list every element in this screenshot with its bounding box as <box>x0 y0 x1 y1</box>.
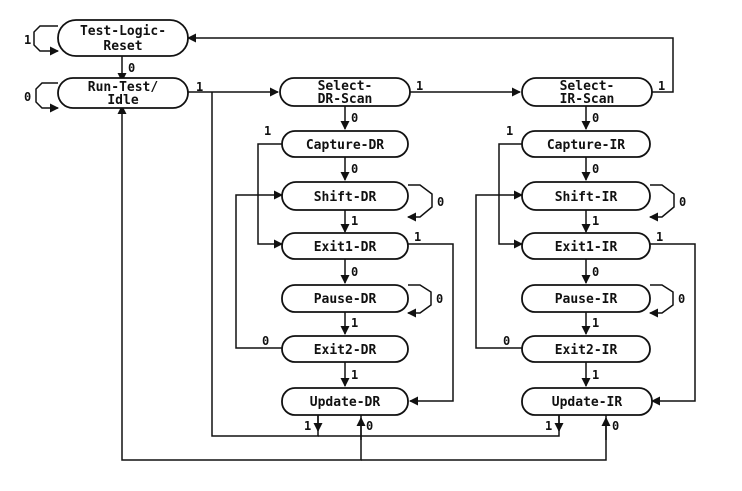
state-label: Exit1-IR <box>555 240 618 255</box>
edge-shiftir-self <box>649 184 675 222</box>
state-label: Pause-DR <box>314 292 377 307</box>
transitions <box>33 25 696 461</box>
edge-label-updatedr-one: 1 <box>304 419 311 433</box>
edge-capir-to-exit1ir <box>498 143 523 249</box>
state-label: Pause-IR <box>555 292 618 307</box>
state-shift-ir: Shift-IR <box>521 181 651 211</box>
edge-label-tlr-rti: 0 <box>128 61 135 75</box>
state-exit2-dr: Exit2-DR <box>281 335 409 363</box>
state-label: Update-IR <box>552 395 623 410</box>
edge-label-shiftir-exit1ir: 1 <box>592 214 599 228</box>
edge-label-pauseir-self: 0 <box>678 292 685 306</box>
edge-label-shiftdr-self: 0 <box>437 195 444 209</box>
states: Test-Logic- Reset Run-Test/ Idle Select-… <box>57 19 653 416</box>
state-label: Test-Logic- <box>80 24 166 39</box>
edge-label-capdr-exit1dr: 1 <box>264 124 271 138</box>
edge-label-updatedr-zero: 0 <box>366 419 373 433</box>
edge-label-seldr-capdr: 0 <box>351 111 358 125</box>
edge-label-pauseir-exit2ir: 1 <box>592 316 599 330</box>
edge-label-tlr-self: 1 <box>24 33 31 47</box>
state-update-dr: Update-DR <box>281 387 409 416</box>
state-run-test-idle: Run-Test/ Idle <box>57 77 189 109</box>
edge-exit1dr-to-updatedr <box>408 243 454 406</box>
edge-label-exit2ir-shiftir: 0 <box>503 334 510 348</box>
state-label: Exit2-IR <box>555 343 618 358</box>
state-capture-ir: Capture-IR <box>521 130 651 158</box>
edge-label-exit2dr-updatedr: 1 <box>351 368 358 382</box>
state-label: Exit2-DR <box>314 343 377 358</box>
state-capture-dr: Capture-DR <box>281 130 409 158</box>
state-label: Update-DR <box>310 395 381 410</box>
edge-pausedr-self <box>407 284 432 318</box>
state-pause-ir: Pause-IR <box>521 284 651 313</box>
state-label: Reset <box>103 39 142 54</box>
state-pause-dr: Pause-DR <box>281 284 409 313</box>
state-update-ir: Update-IR <box>521 387 653 416</box>
edge-labels: 1 0 0 1 1 1 0 1 0 0 1 1 0 0 1 0 1 1 0 0 … <box>24 33 686 433</box>
edge-pauseir-self <box>649 284 674 318</box>
edge-rti-self <box>35 82 59 113</box>
edge-label-capdr-shiftdr: 0 <box>351 162 358 176</box>
edge-label-exit1dr-pausedr: 0 <box>351 265 358 279</box>
edge-label-shiftdr-exit1dr: 1 <box>351 214 358 228</box>
edge-capdr-to-exit1dr <box>257 143 283 249</box>
state-select-ir-scan: Select- IR-Scan <box>521 77 653 107</box>
state-label: Run-Test/ <box>88 80 159 95</box>
edge-label-capir-shiftir: 0 <box>592 162 599 176</box>
edge-tlr-self <box>33 25 59 56</box>
edge-label-updateir-zero: 0 <box>612 419 619 433</box>
state-test-logic-reset: Test-Logic- Reset <box>57 19 189 57</box>
edge-label-rti-self: 0 <box>24 90 31 104</box>
state-label: Select- <box>560 79 615 94</box>
edge-label-seldr-selir: 1 <box>416 79 423 93</box>
edge-label-exit1dr-updatedr: 1 <box>414 230 421 244</box>
edge-shiftdr-self <box>407 184 433 222</box>
edge-label-capir-exit1ir: 1 <box>506 124 513 138</box>
edge-label-pausedr-exit2dr: 1 <box>351 316 358 330</box>
edge-label-pausedr-self: 0 <box>436 292 443 306</box>
edge-label-selir-tlr: 1 <box>658 79 665 93</box>
edge-exit1ir-to-updateir <box>650 243 696 406</box>
state-label: Select- <box>318 79 373 94</box>
state-label: Exit1-DR <box>314 240 377 255</box>
edge-label-updateir-one: 1 <box>545 419 552 433</box>
state-exit1-dr: Exit1-DR <box>281 232 409 260</box>
edge-label-exit2dr-shiftdr: 0 <box>262 334 269 348</box>
edge-label-shiftir-self: 0 <box>679 195 686 209</box>
edge-exit2dr-to-shiftdr <box>235 190 283 349</box>
edge-label-selir-capir: 0 <box>592 111 599 125</box>
edge-updateir-to-rti <box>361 414 607 461</box>
state-shift-dr: Shift-DR <box>281 181 409 211</box>
edge-label-exit2ir-updateir: 1 <box>592 368 599 382</box>
state-select-dr-scan: Select- DR-Scan <box>279 77 411 107</box>
state-label: DR-Scan <box>318 92 373 107</box>
state-exit2-ir: Exit2-IR <box>521 335 651 363</box>
state-label: Capture-IR <box>547 138 625 153</box>
edge-label-exit1ir-pauseir: 0 <box>592 265 599 279</box>
state-label: Shift-IR <box>555 190 618 205</box>
state-label: Shift-DR <box>314 190 377 205</box>
state-label: Idle <box>107 93 138 108</box>
state-exit1-ir: Exit1-IR <box>521 232 651 260</box>
state-label: Capture-DR <box>306 138 384 153</box>
edge-selir-to-tlr <box>187 33 674 93</box>
edge-updateir-to-seldr <box>318 415 560 437</box>
edge-exit2ir-to-shiftir <box>475 190 523 349</box>
edge-label-rti-seldr: 1 <box>196 80 203 94</box>
edge-label-exit1ir-updateir: 1 <box>656 230 663 244</box>
state-label: IR-Scan <box>560 92 615 107</box>
